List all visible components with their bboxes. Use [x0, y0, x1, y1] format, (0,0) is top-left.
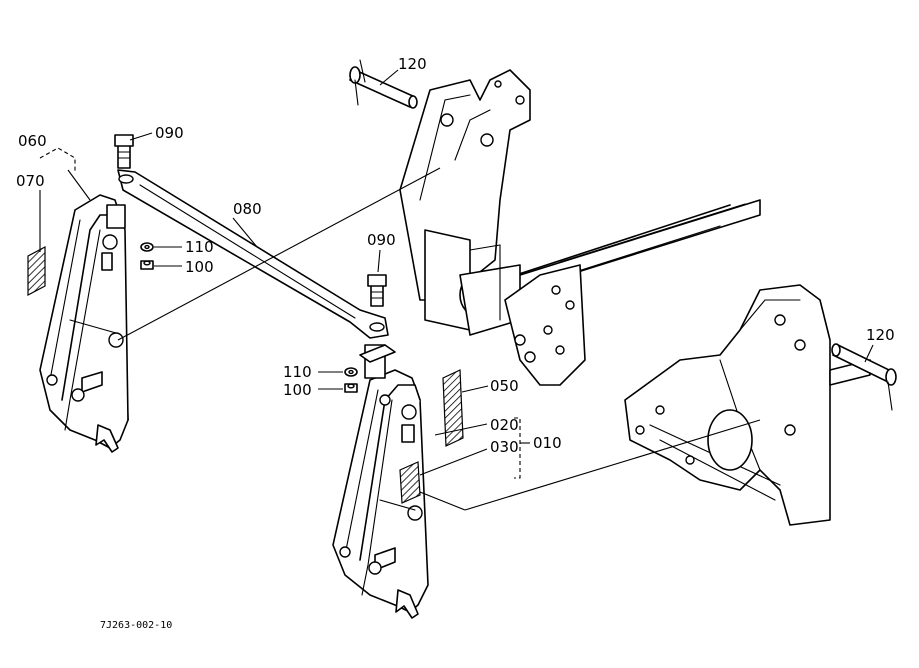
callout-090-mid: 090: [367, 231, 396, 249]
callout-030: 030: [490, 438, 519, 456]
pad-030: [399, 461, 421, 504]
callout-010: 010: [533, 434, 562, 452]
bolt-090-mid: [367, 274, 387, 307]
callout-050: 050: [490, 377, 519, 395]
callout-120-right: 120: [866, 326, 895, 344]
leader-lines: [39, 69, 874, 511]
callout-100-left: 100: [185, 258, 214, 276]
mount-bracket-left: [39, 194, 129, 453]
figure-reference: 7J263-002-10: [100, 620, 172, 631]
washer-nut-right: [344, 367, 358, 393]
callout-110-right: 110: [283, 363, 312, 381]
washer-nut-left: [140, 242, 154, 270]
pin-120-right: [831, 343, 897, 411]
mount-bracket-right: [332, 344, 429, 619]
callout-120-top: 120: [398, 55, 427, 73]
loader-frame: [399, 69, 871, 526]
callout-060: 060: [18, 132, 47, 150]
callout-070: 070: [16, 172, 45, 190]
callout-020: 020: [490, 416, 519, 434]
pad-050: [442, 369, 464, 447]
callout-100-right: 100: [283, 381, 312, 399]
callout-110-left: 110: [185, 238, 214, 256]
bolt-090-top: [114, 134, 134, 169]
pad-070: [27, 246, 46, 296]
callout-080: 080: [233, 200, 262, 218]
pin-120-top: [349, 59, 418, 109]
link-080: [117, 169, 389, 339]
callout-090-top: 090: [155, 124, 184, 142]
